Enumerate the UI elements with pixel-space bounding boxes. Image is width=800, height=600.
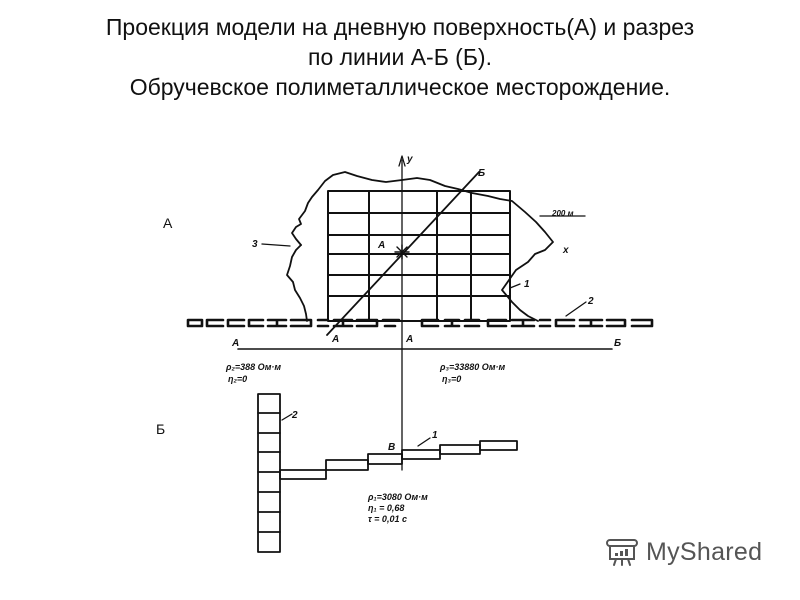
section-start-label: А [331,334,339,345]
epicenter-label: А [377,240,385,251]
dashed-line-label: 2 [587,296,594,307]
slide-title: Проекция модели на дневную поверхность(А… [0,12,800,102]
x-axis-label: х [562,245,569,256]
profile-b-label: Б [614,338,621,349]
rho-left: ρ₂=388 Ом·м [225,362,281,372]
y-axis-arrow-icon [398,155,406,167]
contour-label-1: 1 [524,279,530,290]
point-b-label: В [388,442,395,453]
watermark-text: MyShared [646,537,763,566]
section-column [257,393,281,553]
panel-b-label: Б [156,421,166,437]
tau-body: τ = 0,01 с [368,514,407,524]
contour-line-left [286,244,308,322]
section-end-top-label: Б [478,168,485,179]
profile-a-label: А [231,338,239,349]
eta-body: η₁ = 0,68 [368,503,404,513]
eta-right: η₃=0 [442,374,461,384]
contour-line [291,171,554,322]
epicenter-star-icon [394,244,410,260]
rho-body: ρ₁=3080 Ом·м [367,492,428,502]
axis-point-a-label: А [405,334,413,345]
panel-a-label: А [163,215,173,231]
watermark-logo: MyShared [606,537,762,567]
title-line-2: по линии А-Б (Б). [308,44,492,70]
rho-right: ρ₃=33880 Ом·м [439,362,505,372]
y-axis-label: у [406,154,413,165]
eta-left: η₂=0 [228,374,247,384]
title-line-3: Обручевское полиметаллическое месторожде… [129,74,671,100]
contour-label-3: 3 [252,239,258,250]
model-grid [327,190,511,322]
section-label-1: 1 [432,430,438,441]
dashed-profile-line [186,318,654,328]
stepped-ore-body [279,440,518,480]
title-line-1: Проекция модели на дневную поверхность(А… [105,14,695,40]
scale-label: 200 м [551,209,574,218]
presentation-chart-icon [606,539,638,566]
section-label-2: 2 [291,410,298,421]
